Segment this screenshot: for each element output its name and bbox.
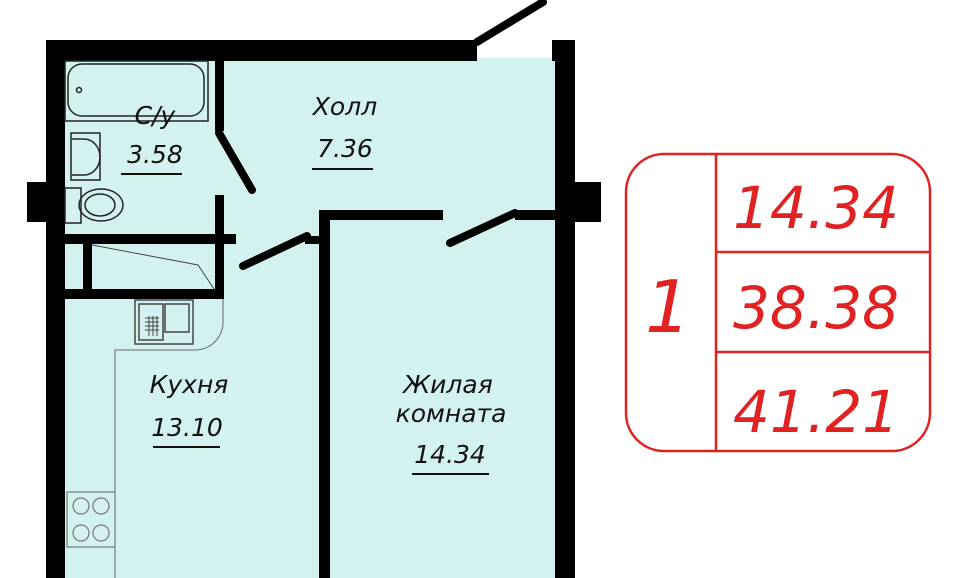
area-summary-box: 1 14.34 38.38 41.21 bbox=[624, 152, 932, 453]
living-area: 14.34 bbox=[733, 174, 899, 242]
kitchen-sink-icon bbox=[134, 299, 194, 345]
living-room-name-line1: Жилая bbox=[401, 370, 493, 399]
kitchen-area: 13.10 bbox=[151, 413, 223, 442]
floor-fill bbox=[60, 58, 560, 578]
living-room-name-line2: комната bbox=[396, 399, 507, 428]
living-room-area: 14.34 bbox=[414, 440, 486, 469]
stove-icon bbox=[66, 491, 116, 548]
bathroom-area: 3.58 bbox=[127, 140, 183, 169]
door-swings bbox=[215, 0, 547, 270]
bathtub-icon bbox=[64, 60, 209, 122]
rooms-count: 1 bbox=[645, 265, 691, 349]
closet-line bbox=[91, 244, 215, 290]
hall-area: 7.36 bbox=[317, 134, 373, 163]
walls bbox=[27, 40, 601, 578]
total-living-area: 38.38 bbox=[733, 274, 899, 342]
total-area: 41.21 bbox=[733, 378, 899, 446]
kitchen-counter bbox=[114, 299, 224, 578]
hall-name: Холл bbox=[311, 92, 377, 121]
bathroom-name: С/у bbox=[135, 101, 177, 130]
toilet-icon bbox=[64, 187, 124, 224]
sink-icon bbox=[70, 132, 101, 181]
kitchen-name: Кухня bbox=[150, 370, 229, 399]
